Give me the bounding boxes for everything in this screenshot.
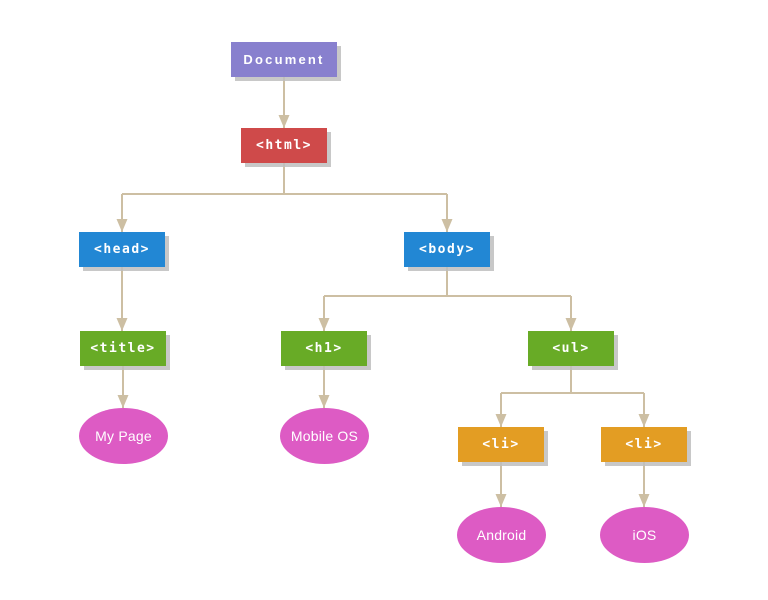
node-title[interactable]: <title>: [80, 331, 166, 366]
node-label-text-ios: iOS: [632, 527, 657, 543]
edge-arrowhead: [116, 219, 128, 232]
edge-arrowhead: [278, 115, 290, 128]
edge-arrowhead: [638, 494, 650, 507]
node-document[interactable]: Document: [231, 42, 337, 77]
node-label-ul: <ul>: [552, 341, 590, 356]
node-text-android[interactable]: Android: [457, 507, 546, 563]
edge-arrowhead: [116, 318, 128, 331]
node-label-li-2: <li>: [625, 437, 663, 452]
edge-arrowhead: [638, 414, 650, 427]
edge-arrowhead: [117, 395, 129, 408]
node-head[interactable]: <head>: [79, 232, 165, 267]
node-label-head: <head>: [94, 242, 150, 257]
node-text-ios[interactable]: iOS: [600, 507, 689, 563]
edge-arrowhead: [495, 494, 507, 507]
edge-arrowhead: [318, 395, 330, 408]
edge-arrowhead: [318, 318, 330, 331]
node-text-mobile-os[interactable]: Mobile OS: [280, 408, 369, 464]
node-label-text-android: Android: [476, 527, 527, 543]
node-li-2[interactable]: <li>: [601, 427, 687, 462]
node-label-title: <title>: [90, 341, 156, 356]
node-label-li-1: <li>: [482, 437, 520, 452]
node-label-h1: <h1>: [305, 341, 343, 356]
edge-arrowhead: [565, 318, 577, 331]
node-label-body: <body>: [419, 242, 475, 257]
node-label-text-my-page: My Page: [95, 428, 152, 444]
edge-arrowhead: [441, 219, 453, 232]
node-ul[interactable]: <ul>: [528, 331, 614, 366]
node-label-document: Document: [243, 52, 325, 67]
node-h1[interactable]: <h1>: [281, 331, 367, 366]
node-body[interactable]: <body>: [404, 232, 490, 267]
node-li-1[interactable]: <li>: [458, 427, 544, 462]
edge-arrowhead: [495, 414, 507, 427]
node-text-my-page[interactable]: My Page: [79, 408, 168, 464]
node-label-html: <html>: [256, 138, 312, 153]
node-label-text-mobile-os: Mobile OS: [290, 428, 359, 444]
node-html[interactable]: <html>: [241, 128, 327, 163]
